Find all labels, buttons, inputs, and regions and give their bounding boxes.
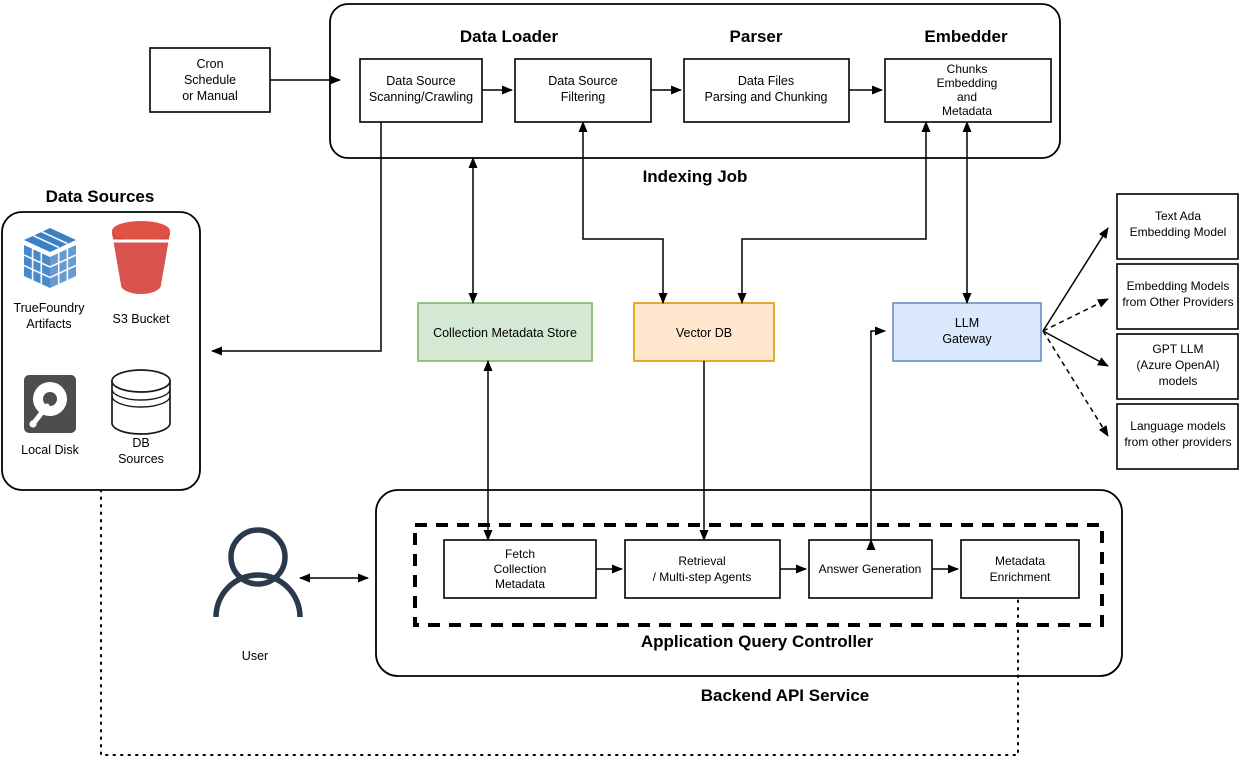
step-chunks-embedding[interactable]: Chunks Embedding and Metadata: [884, 58, 1052, 123]
cron-line-3: or Manual: [182, 89, 238, 103]
model-gpt-llm-box[interactable]: GPT LLM (Azure OpenAI) models: [1116, 333, 1239, 400]
truefoundry-cube-icon: [23, 228, 77, 288]
step1-line-1: Data Source: [386, 74, 456, 88]
dotted-enrichment-to-data-sources: [100, 489, 1019, 756]
group-title-embedder: Embedder: [924, 27, 1008, 46]
arrow-answer-llm-gateway: [866, 326, 886, 550]
step3-line-1: Data Files: [738, 74, 794, 88]
model-embedding-other-box[interactable]: Embedding Models from Other Providers: [1116, 263, 1239, 330]
query-step-3-line-2: Enrichment: [990, 570, 1051, 584]
local-disk-icon: [24, 375, 76, 433]
step4-line-3: and: [957, 90, 977, 104]
data-source-2-line-1: Local Disk: [21, 443, 79, 457]
query-step-retrieval[interactable]: Retrieval / Multi-step Agents: [624, 539, 781, 599]
link-gateway-gpt-llm: [1042, 330, 1109, 367]
link-gateway-embedding-other: [1042, 298, 1109, 332]
step3-line-2: Parsing and Chunking: [705, 90, 828, 104]
llm-gateway-line-2: Gateway: [942, 332, 992, 346]
user-label: User: [242, 649, 268, 663]
query-step-3-line-1: Metadata: [995, 554, 1045, 568]
step-data-source-scanning[interactable]: Data Source Scanning/Crawling: [359, 58, 483, 123]
data-sources-title: Data Sources: [46, 187, 155, 206]
model-0-line-1: Text Ada: [1155, 209, 1201, 223]
indexing-job-container: [329, 3, 1061, 159]
query-step-1-line-2: / Multi-step Agents: [653, 570, 752, 584]
cron-line-2: Schedule: [184, 73, 236, 87]
llm-gateway-box[interactable]: LLM Gateway: [892, 302, 1042, 362]
model-1-line-2: from Other Providers: [1122, 295, 1233, 309]
arrow-embedder-vectordb: [737, 121, 931, 304]
model-2-line-1: GPT LLM: [1152, 342, 1203, 356]
indexing-job-label: Indexing Job: [643, 167, 748, 186]
step1-line-2: Scanning/Crawling: [369, 90, 473, 104]
data-source-3-line-2: Sources: [118, 452, 164, 466]
data-source-3-line-1: DB: [132, 436, 149, 450]
collection-metadata-store-label: Collection Metadata Store: [433, 326, 577, 340]
query-step-1-line-1: Retrieval: [678, 554, 725, 568]
link-gateway-language-other: [1042, 330, 1109, 437]
model-3-line-2: from other providers: [1124, 435, 1231, 449]
query-step-0-line-1: Fetch: [505, 547, 535, 561]
backend-api-service-label: Backend API Service: [701, 686, 870, 705]
backend-api-service-container: [375, 489, 1123, 677]
model-2-line-2: (Azure OpenAI): [1136, 358, 1219, 372]
vector-db-box[interactable]: Vector DB: [633, 302, 775, 362]
group-title-data-loader: Data Loader: [460, 27, 559, 46]
step4-line-1: Chunks: [947, 62, 988, 76]
step-data-files-parsing[interactable]: Data Files Parsing and Chunking: [683, 58, 850, 123]
query-step-answer-generation[interactable]: Answer Generation: [808, 539, 933, 599]
data-source-1-line-1: S3 Bucket: [113, 312, 171, 326]
query-step-0-line-2: Collection: [494, 562, 547, 576]
cron-line-1: Cron: [196, 57, 223, 71]
s3-bucket-icon: [112, 221, 170, 294]
step-data-source-filtering[interactable]: Data Source Filtering: [514, 58, 652, 123]
model-3-line-1: Language models: [1130, 419, 1225, 433]
application-query-controller-label: Application Query Controller: [641, 632, 874, 651]
step4-line-4: Metadata: [942, 104, 992, 118]
arrow-scanning-to-data-sources: [211, 122, 382, 356]
group-title-parser: Parser: [730, 27, 783, 46]
query-step-2-line-1: Answer Generation: [819, 562, 922, 576]
model-2-line-3: models: [1159, 374, 1198, 388]
model-language-other-box[interactable]: Language models from other providers: [1116, 403, 1239, 470]
cron-schedule-box[interactable]: Cron Schedule or Manual: [149, 47, 271, 113]
arrow-filtering-vectordb: [578, 121, 668, 304]
data-source-0-line-1: TrueFoundry: [13, 301, 85, 315]
model-0-line-2: Embedding Model: [1130, 225, 1227, 239]
vector-db-label: Vector DB: [676, 326, 732, 340]
database-cylinder-icon: [111, 369, 171, 435]
model-text-ada-box[interactable]: Text Ada Embedding Model: [1116, 193, 1239, 260]
user-person-icon: [213, 527, 303, 618]
llm-gateway-line-1: LLM: [955, 316, 979, 330]
query-step-0-line-3: Metadata: [495, 577, 545, 591]
step4-line-2: Embedding: [937, 76, 998, 90]
step2-line-2: Filtering: [561, 90, 606, 104]
data-source-0-line-2: Artifacts: [26, 317, 71, 331]
collection-metadata-store-box[interactable]: Collection Metadata Store: [417, 302, 593, 362]
application-query-controller-container: [413, 523, 1104, 627]
query-step-fetch-collection-metadata[interactable]: Fetch Collection Metadata: [443, 539, 597, 599]
data-sources-container: [1, 211, 201, 491]
model-1-line-1: Embedding Models: [1127, 279, 1230, 293]
query-step-metadata-enrichment[interactable]: Metadata Enrichment: [960, 539, 1080, 599]
step2-line-1: Data Source: [548, 74, 618, 88]
link-gateway-text-ada: [1042, 227, 1109, 332]
